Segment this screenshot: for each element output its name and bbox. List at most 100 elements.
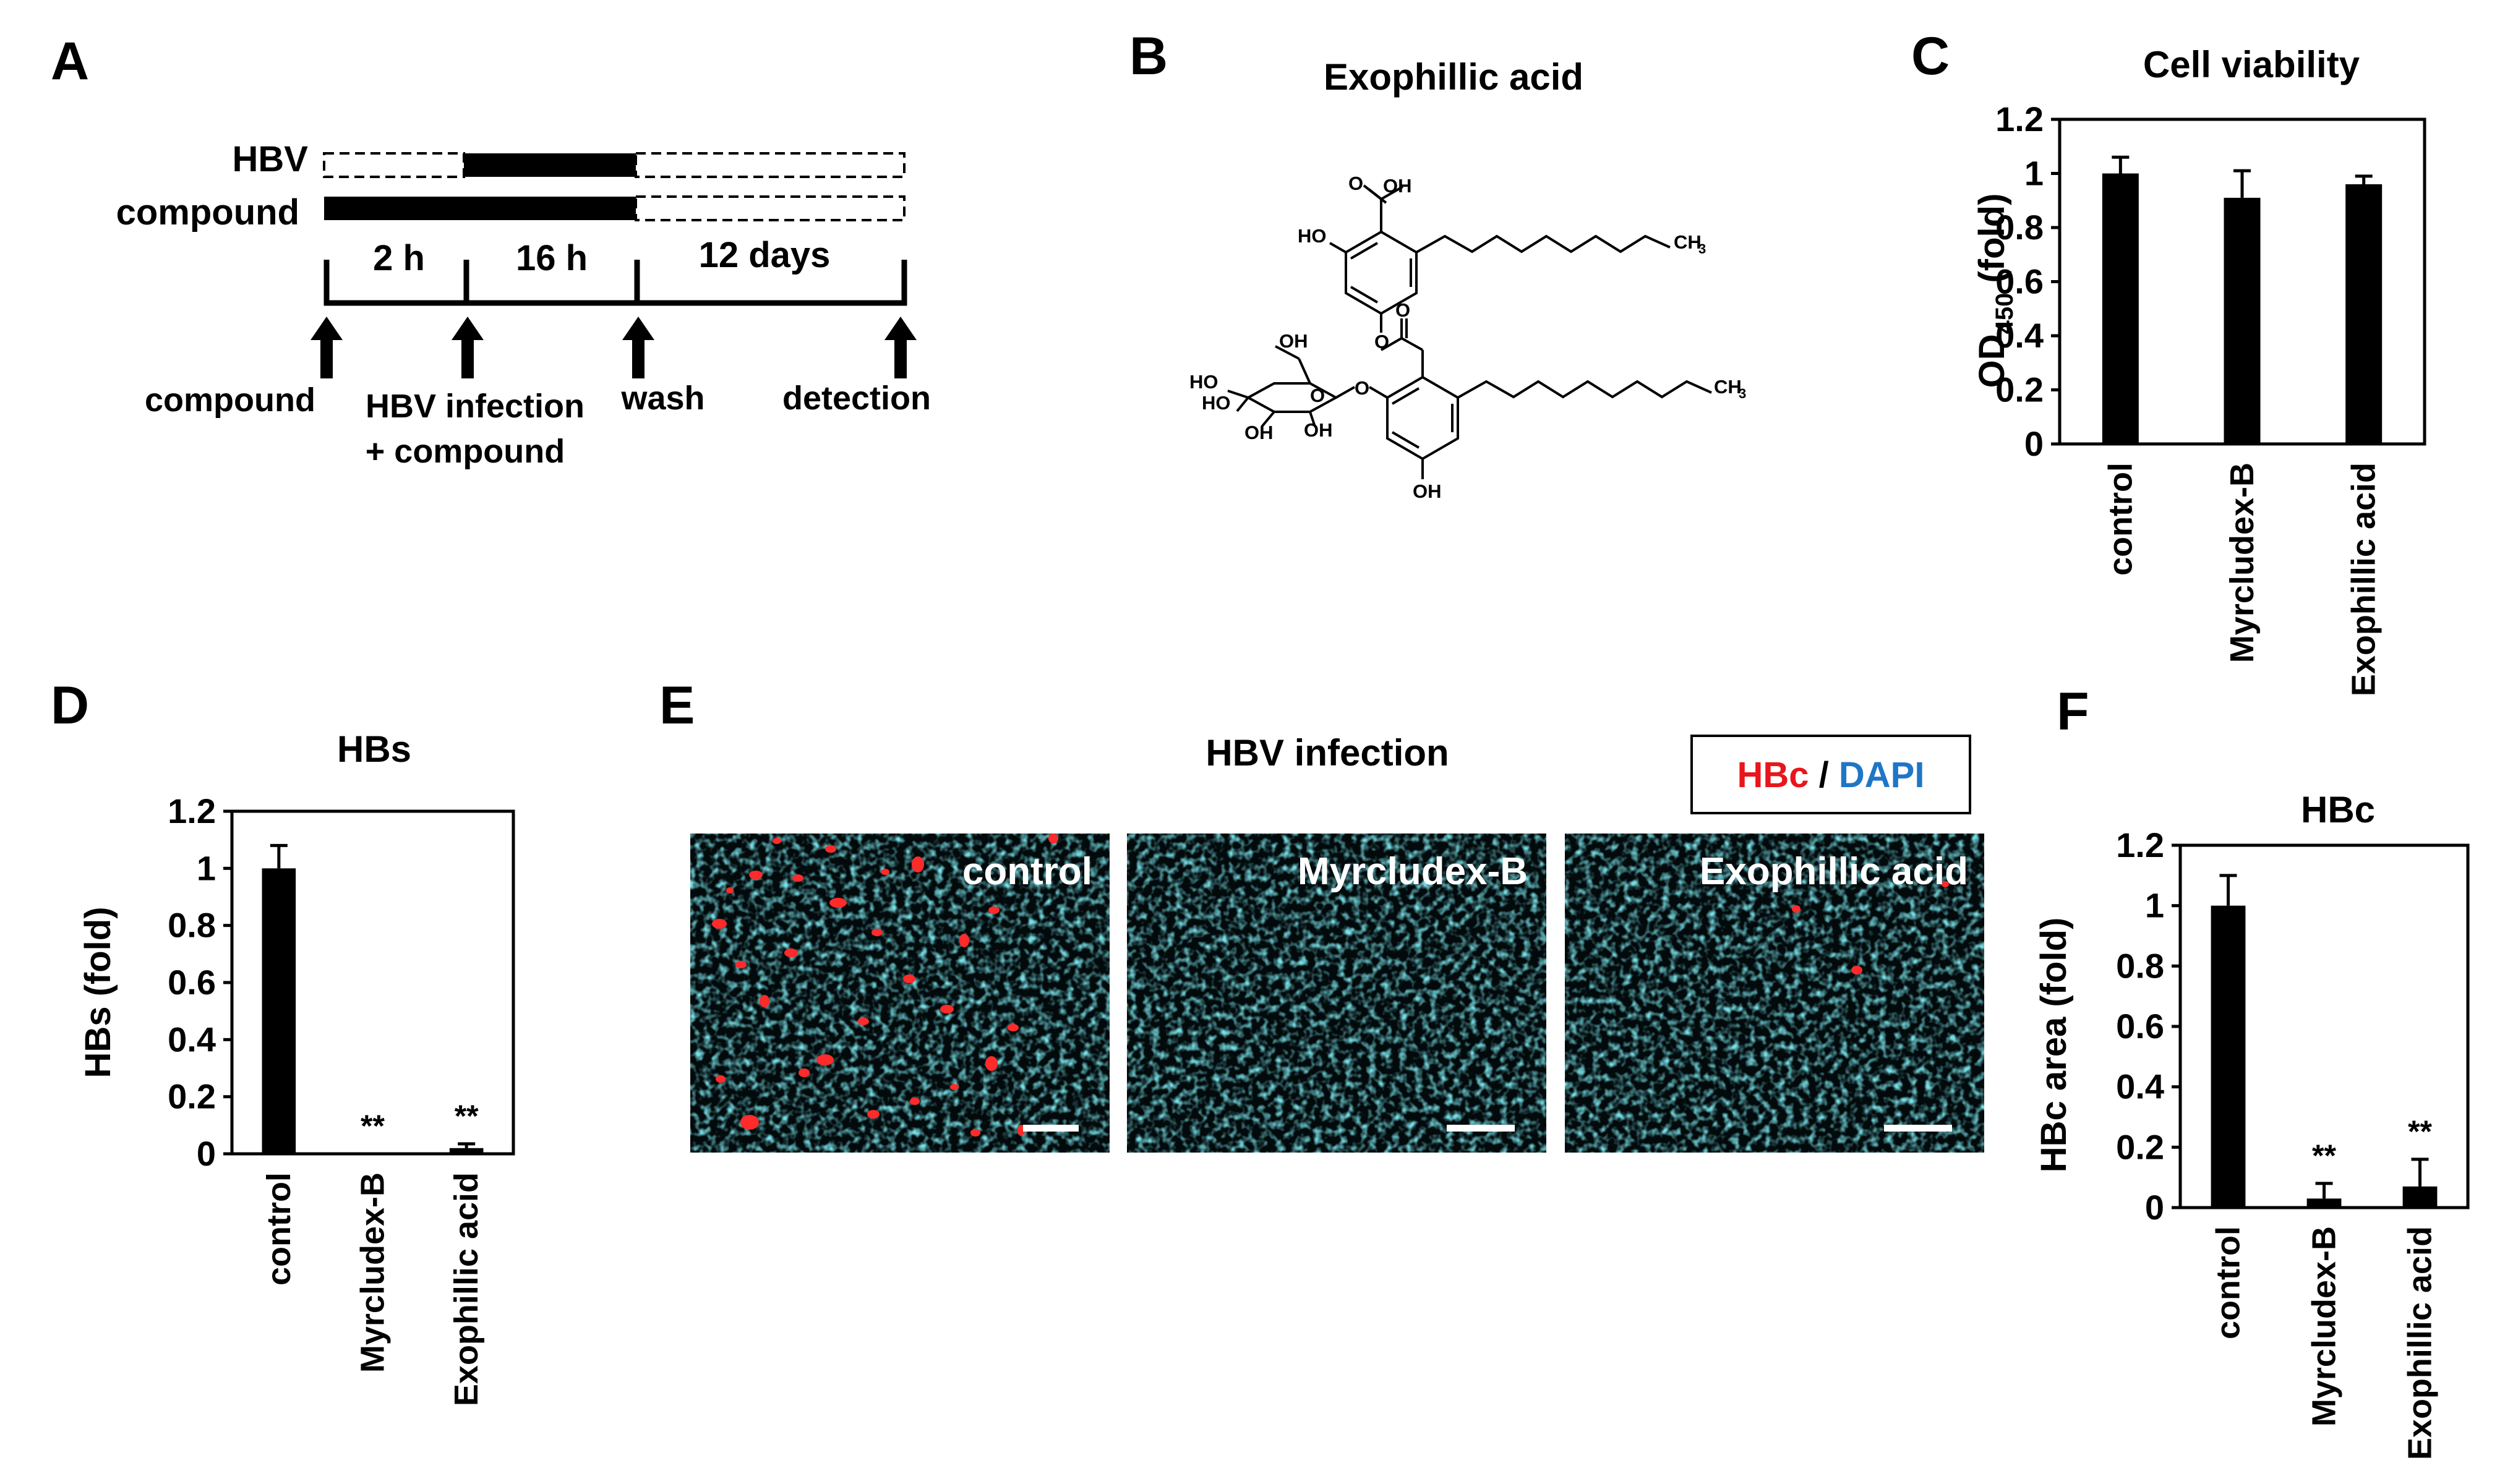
y-tick-label: 1 [2145,886,2164,925]
scale-bar [1884,1125,1952,1132]
bar [2402,1186,2438,1208]
chart-d-plot: 0 0.2 0.4 0.6 0.8 1 1.2 control ** Myrcludex-B ** E… [168,791,515,1406]
significance-mark: ** [455,1099,479,1133]
timeline-duration-12days: 12 days [699,235,831,275]
exophillic-acid-structure [1227,184,1712,479]
bar [2306,1198,2342,1208]
atom-label: HO [1202,392,1231,414]
arrow-compound-icon [310,317,343,378]
legend-box [1690,735,1971,814]
timeline-duration-16h: 16 h [516,238,588,278]
timeline-axis [323,260,907,306]
atom-label: OH [1383,175,1412,197]
atom-label: HO [1189,371,1218,393]
micrograph-label-myrcludex-b: Myrcludex-B [1298,850,1528,893]
panel-a: A HBV compound 2 h 16 h 12 days comp [51,32,931,470]
bar [262,868,296,1154]
panel-label-b: B [1129,27,1168,86]
timeline-compound-post-segment [635,195,906,221]
x-category-label: Myrcludex-B [2224,463,2261,663]
micrograph-label-control: control [962,850,1092,893]
timeline-compound-treatment-segment [324,197,636,220]
bar [2211,905,2246,1208]
bar [449,1148,484,1154]
chart-f-plot: 00.20.40.60.811.2control**Myrcludex-B**E… [2116,825,2470,1460]
structure-title: Exophillic acid [1324,56,1583,98]
y-tick-label: 0 [2145,1188,2164,1227]
panel-f: F HBc HBc area (fold) 00.20.40.60.811.2c… [2034,682,2470,1460]
y-tick-label: 1.2 [2116,825,2164,864]
timeline-hbv-infection-segment [464,153,636,177]
channel-legend: HBc / DAPI [1690,735,1971,814]
y-tick-label: 1 [197,848,216,887]
atom-label: O [1395,299,1410,321]
y-axis-label-unit: (fold) [1972,194,2012,293]
bar [2345,184,2383,444]
x-category-label: control [2102,463,2139,576]
images-title: HBV infection [1205,732,1449,774]
x-category-label: Exophillic acid [448,1172,485,1406]
arrow-detection-icon [884,317,917,378]
atom-label: OH [1304,419,1333,441]
event-compound: compound [145,382,315,419]
y-tick-label: 1.2 [1995,100,2044,139]
x-category-label: Exophillic acid [2345,463,2383,696]
atom-label: OH [1244,422,1274,443]
chart-title: HBs [337,728,411,770]
atom-label: CH [1674,231,1702,253]
hbc-signal-spots [1792,881,1949,974]
y-axis-label: OD450 (fold) [1972,194,2018,388]
y-tick-label: 1.2 [168,791,216,830]
x-category-label: Myrcludex-B [354,1172,392,1373]
bar [2224,197,2261,444]
panel-label-f: F [2057,682,2089,741]
y-tick-label: 0.6 [168,963,216,1002]
panel-label-a: A [51,32,89,91]
y-tick-label: 0.6 [1995,262,2044,301]
micrograph-exophillic-acid: Exophillic acid [1565,834,1984,1153]
micrograph-myrcludex-b: Myrcludex-B [1127,834,1546,1153]
y-axis-label-subscript: 450 [1991,293,2018,335]
y-tick-label: 0 [197,1134,216,1173]
arrow-infection-icon [452,317,484,378]
hbc-signal-spots [712,834,1058,1136]
x-category-label: control [2210,1226,2247,1339]
panel-d: D HBs HBs (fold) 00.20.40.60.811.2contro… [51,676,515,1406]
y-tick-label: 0.8 [168,906,216,945]
y-tick-label: 0.8 [1995,208,2044,247]
chart-title: Cell viability [2143,44,2360,85]
atom-label: O [1355,377,1369,399]
timeline-duration-2h: 2 h [373,238,425,278]
timeline-hbv-pre-segment [323,152,465,178]
significance-mark: ** [2312,1138,2336,1173]
micrograph-control: control [690,834,1110,1153]
arrow-wash-icon [622,317,654,378]
y-tick-label: 0.2 [168,1077,216,1116]
y-tick-label: 0 [2024,424,2044,463]
event-plus-compound: + compound [366,433,565,470]
scale-bar [1023,1125,1079,1132]
panel-c: C Cell viability OD450 (fold) 00.20.40.6… [1911,27,2426,696]
x-category-label: control [260,1172,298,1286]
atom-label: O [1348,173,1363,194]
significance-mark: ** [2408,1114,2432,1149]
legend-dapi: DAPI [1839,755,1925,795]
event-detection: detection [782,380,931,417]
y-tick-label: 0.4 [168,1020,216,1059]
x-category-label: Myrcludex-B [2306,1226,2343,1426]
significance-mark: ** [361,1109,385,1143]
panel-label-d: D [51,676,89,735]
panel-e: E HBV infection HBc / DAPI [659,676,1984,1153]
panel-label-c: C [1911,27,1950,86]
chart-title: HBc [2301,789,2375,830]
atom-label: O [1310,385,1325,406]
atom-label: CH [1714,376,1742,398]
y-tick-label: 0.8 [2116,946,2164,985]
timeline-row-compound-label: compound [116,192,299,232]
event-hbv-infection: HBV infection [366,388,584,425]
y-axis-label: HBc area (fold) [2034,918,2074,1173]
panel-label-e: E [659,676,695,735]
legend-text: HBc / DAPI [1737,755,1925,795]
